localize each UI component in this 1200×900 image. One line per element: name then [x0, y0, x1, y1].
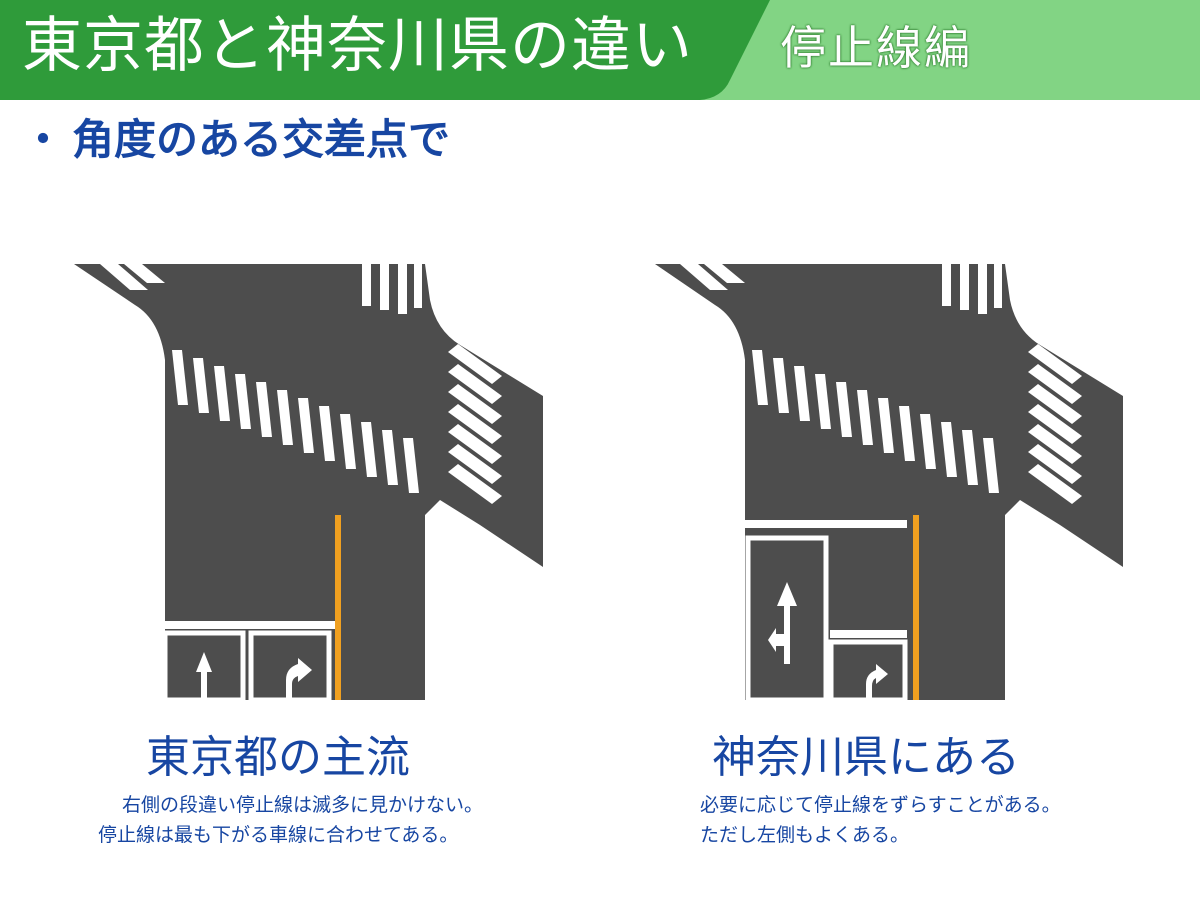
tokyo-crosswalk-top-left	[100, 264, 165, 290]
kanagawa-road-surface	[655, 264, 1123, 700]
section-heading: ・角度のある交差点で	[22, 112, 450, 168]
kanagawa-intersection	[655, 264, 1123, 703]
tokyo-right-turn-arrow	[286, 658, 312, 700]
kanagawa-straight-left-arrow	[768, 582, 797, 664]
kanagawa-crosswalk-main	[752, 350, 999, 493]
kanagawa-crosswalk-top-right	[942, 264, 1002, 314]
tokyo-caption-line-2: 停止線は最も下がる車線に合わせてある。	[98, 824, 459, 846]
tokyo-intersection	[74, 264, 543, 703]
tokyo-crosswalk-right	[448, 344, 502, 504]
tokyo-straight-arrow	[196, 652, 212, 700]
kanagawa-caption-line-2: ただし左側もよくある。	[700, 824, 910, 846]
tokyo-caption-title: 東京都の主流	[146, 732, 410, 783]
header-banner: 東京都と神奈川県の違い 停止線編	[0, 0, 1200, 100]
kanagawa-right-turn-arrow	[866, 664, 888, 700]
header-background	[0, 0, 1200, 100]
kanagawa-crosswalk-right	[1028, 344, 1082, 504]
kanagawa-crosswalk-top-left	[680, 264, 745, 290]
kanagawa-caption-title: 神奈川県にある	[712, 732, 1020, 783]
page-subtitle: 停止線編	[780, 21, 972, 75]
tokyo-center-line	[335, 515, 341, 700]
tokyo-crosswalk-top-right	[362, 264, 422, 314]
kanagawa-stop-line-left	[745, 520, 907, 528]
tokyo-road-surface	[74, 264, 543, 700]
tokyo-stop-line	[165, 621, 335, 629]
tokyo-caption-line-1: 右側の段違い停止線は滅多に見かけない。	[122, 794, 484, 816]
section-heading-text: 角度のある交差点で	[72, 115, 451, 164]
tokyo-crosswalk-main	[172, 350, 419, 493]
page-title: 東京都と神奈川県の違い	[22, 11, 693, 81]
kanagawa-caption-line-1: 必要に応じて停止線をずらすことがある。	[700, 794, 1061, 816]
kanagawa-lane-box-left	[745, 535, 829, 703]
kanagawa-center-line	[913, 515, 919, 700]
bullet-mark: ・	[22, 115, 65, 164]
kanagawa-stop-line-right	[830, 630, 907, 638]
